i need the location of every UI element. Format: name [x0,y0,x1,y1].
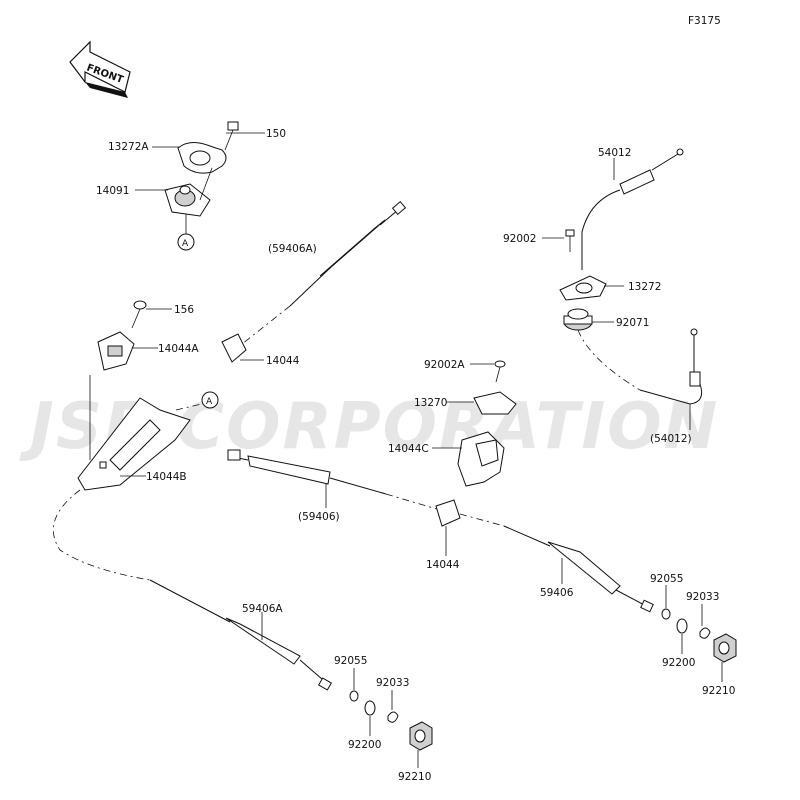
label-14044-lower: 14044 [426,559,460,571]
label-13272A: 13272A [108,141,149,153]
ref-circle-a-top [177,233,195,251]
label-92002: 92002 [503,233,536,245]
nut-92210-right [713,633,737,663]
bracket-14044C [457,431,505,487]
nut-92210-left [409,721,433,751]
label-92200-left: 92200 [348,739,381,751]
label-59406A: 59406A [242,603,283,615]
bolt-92002 [565,229,575,252]
washer-92200-right [676,618,688,634]
label-59406A-paren: (59406A) [268,243,317,255]
label-14044A: 14044A [158,343,199,355]
gasket-13272 [559,275,607,301]
label-92210-left: 92210 [398,771,431,783]
clip-14044-upper [221,333,247,363]
bracket-14044B [77,397,191,491]
label-92071: 92071 [616,317,649,329]
cable-59406-middle [227,449,387,495]
cable-59406A-upper [289,201,407,307]
clip-14044-lower [435,499,461,527]
label-13270: 13270 [414,397,447,409]
label-92002A: 92002A [424,359,465,371]
label-92210-right: 92210 [702,685,735,697]
label-150: 150 [266,128,286,140]
front-arrow-icon: FRONT [69,40,131,98]
label-92033-left: 92033 [376,677,409,689]
figure-code: F3175 [688,15,721,27]
bolt-156 [131,300,147,329]
bolt-92002A [494,360,506,383]
label-59406-paren: (59406) [298,511,340,523]
label-92033-right: 92033 [686,591,719,603]
clamp-14044A [97,331,135,371]
oring-92055-left [349,690,359,702]
label-14044B: 14044B [146,471,187,483]
cable-59406-right [503,525,654,613]
lockwasher-92033-right [699,627,711,639]
lockwasher-92033-left [387,711,399,723]
bolt-150 [224,121,239,151]
oring-92055-right [661,608,671,620]
label-59406: 59406 [540,587,574,599]
ref-mark-top: A [182,239,189,249]
label-13272: 13272 [628,281,661,293]
label-14044C: 14044C [388,443,429,455]
label-54012-paren: (54012) [650,433,692,445]
ref-circle-a-mid [201,391,219,409]
fitting-92071 [563,308,593,331]
washer-92200-left [364,700,376,716]
label-92055-right: 92055 [650,573,683,585]
plate-13270 [473,391,517,415]
label-92200-right: 92200 [662,657,695,669]
label-14091: 14091 [96,185,129,197]
ref-mark-mid: A [206,397,213,407]
label-92055-left: 92055 [334,655,367,667]
label-14044-upper: 14044 [266,355,300,367]
housing-14091 [164,183,211,217]
cable-59406A-lower [149,579,333,691]
label-54012: 54012 [598,147,631,159]
gasket-13272A [177,142,227,174]
cable-54012-lower [639,328,703,405]
cable-54012-upper [581,148,684,270]
label-156: 156 [174,304,194,316]
